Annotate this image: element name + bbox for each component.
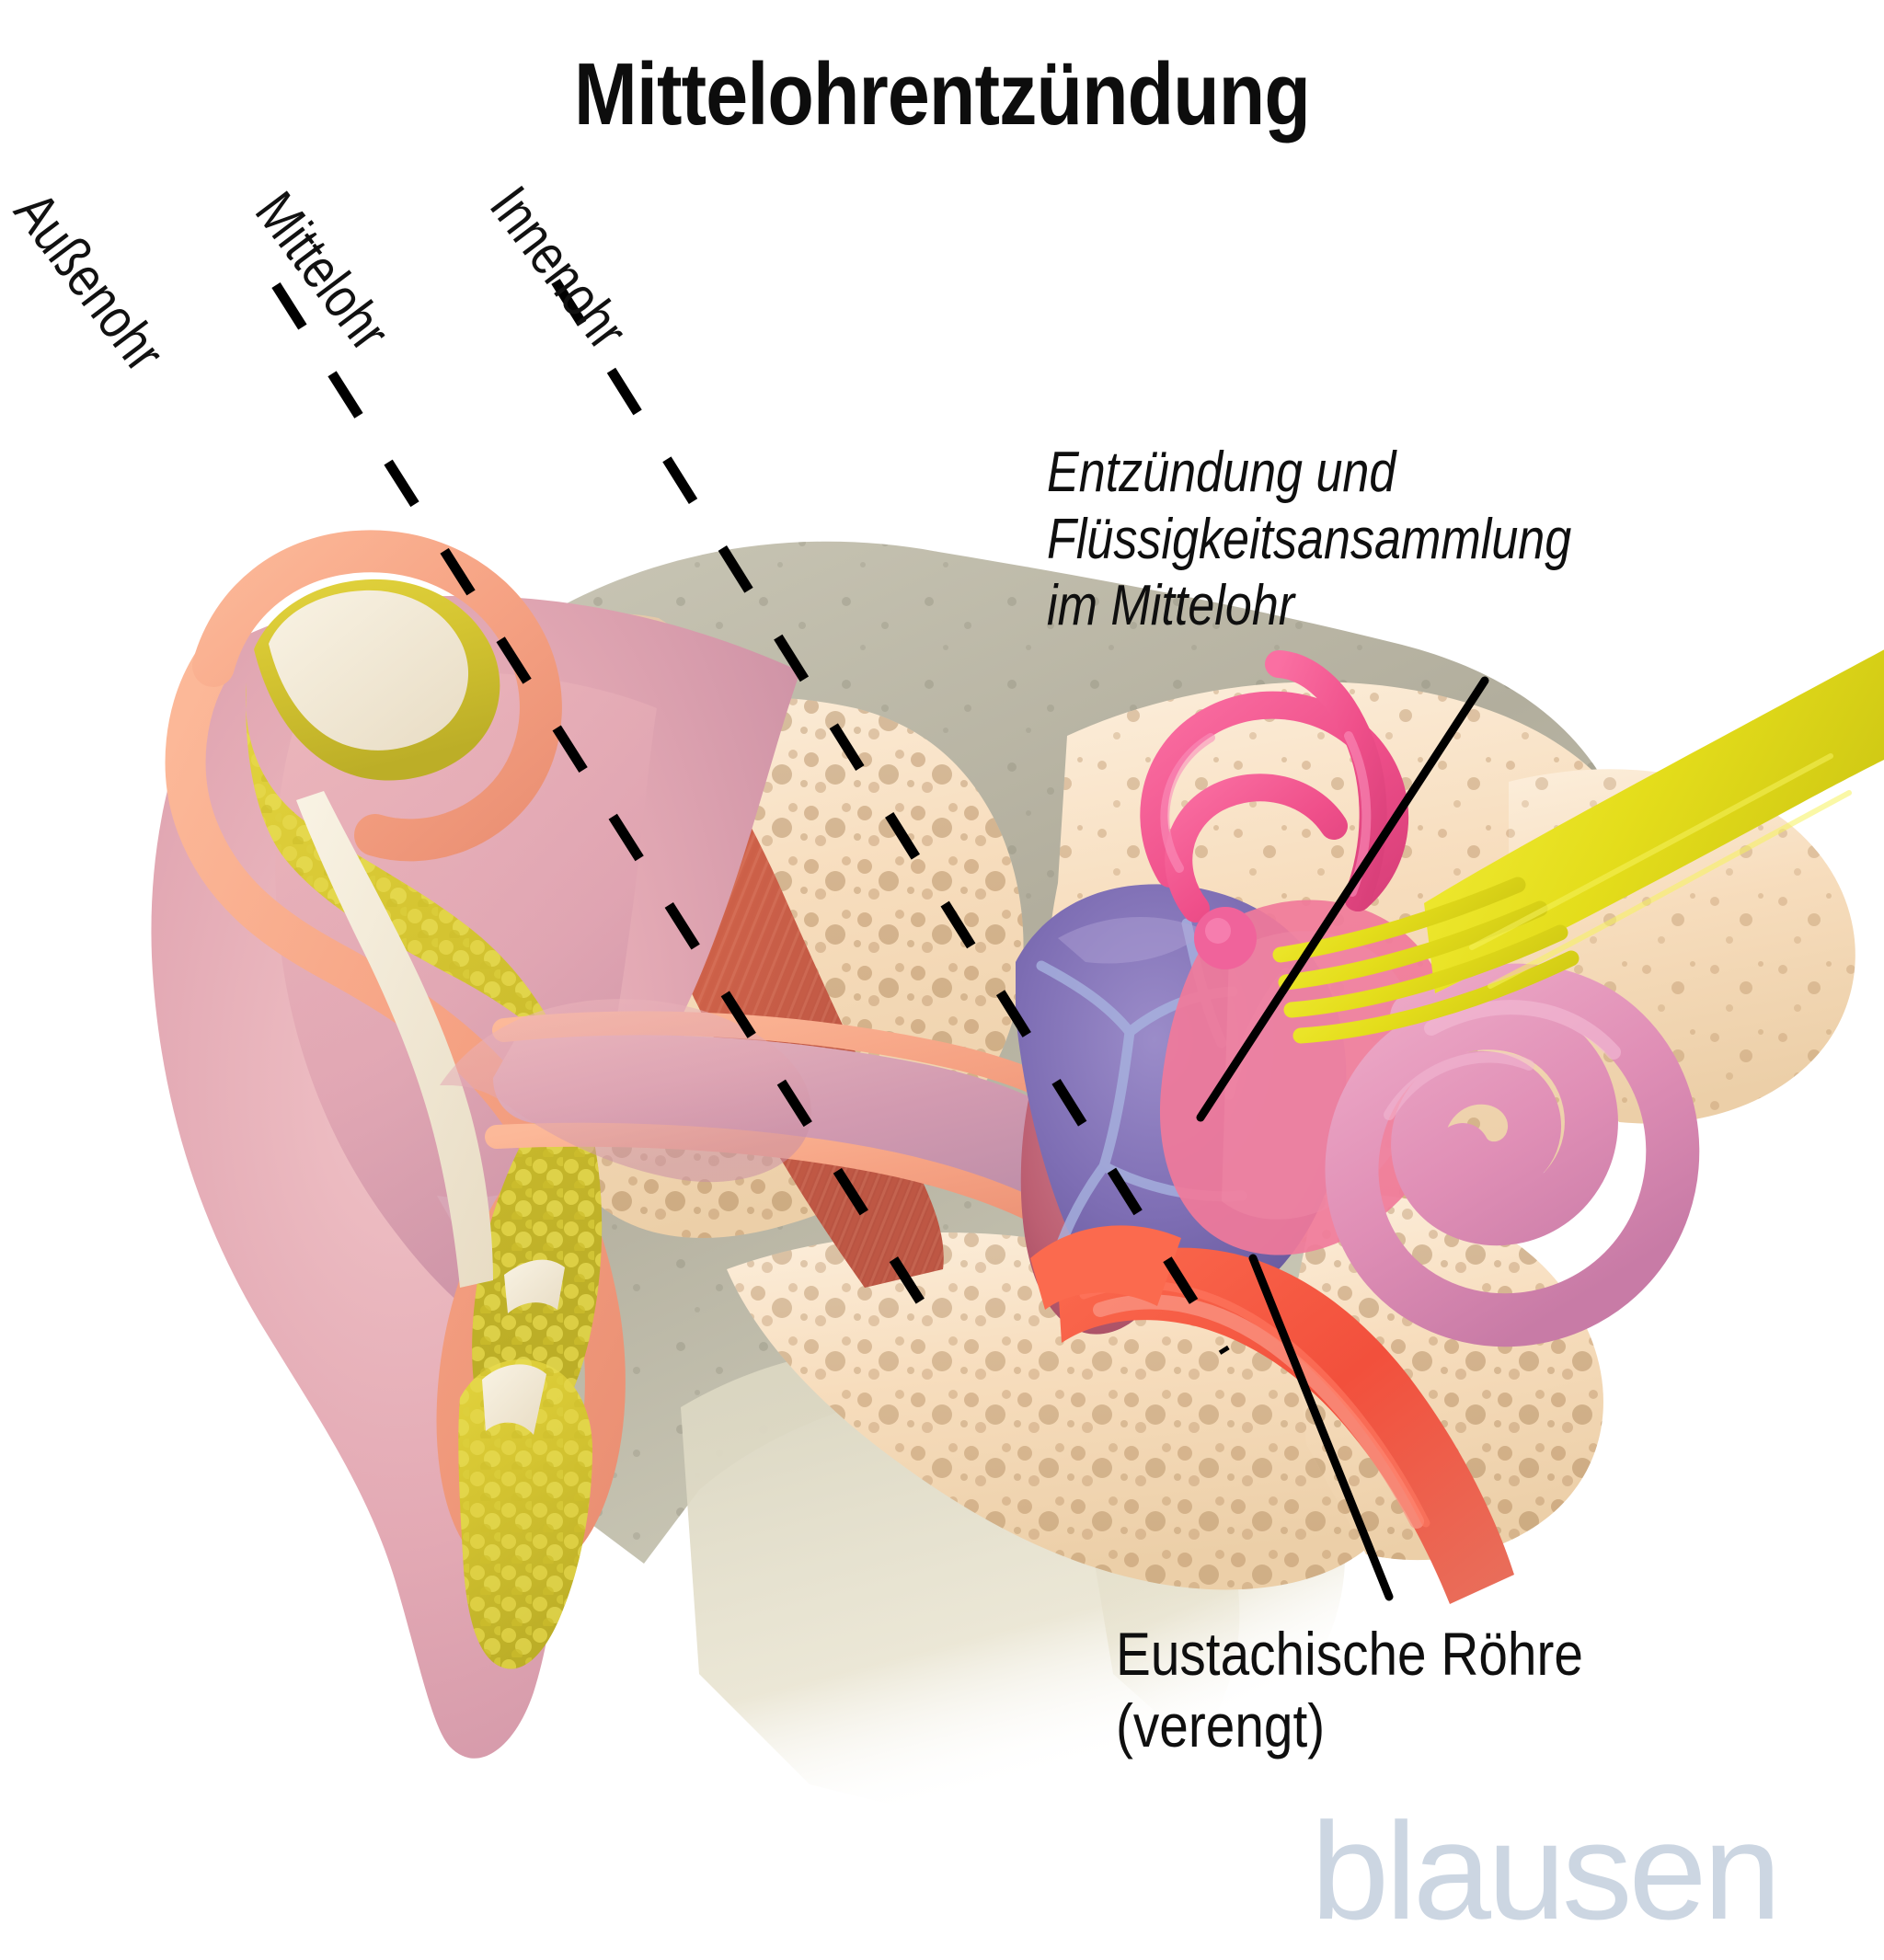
cochlea — [1325, 963, 1700, 1347]
effusion-line-1: Entzündung und — [1047, 441, 1396, 504]
leader-effusion — [1196, 676, 1489, 1122]
region-divider-dashed-lines — [271, 279, 1230, 1355]
leader-eustachian-tube — [1248, 1254, 1394, 1601]
eustachian-line-1: Eustachische Röhre — [1116, 1620, 1583, 1688]
divider-middle-inner — [551, 279, 1230, 1355]
effusion-line-3: im Mittelohr — [1047, 574, 1295, 638]
vestibulocochlear-nerve — [1272, 649, 1884, 1044]
eustachian-line-2: (verengt) — [1116, 1691, 1326, 1759]
annotation-middle-ear-effusion: Entzündung und Flüssigkeitsansammlung im… — [1047, 440, 1671, 640]
effusion-line-2: Flüssigkeitsansammlung — [1047, 507, 1572, 571]
annotation-eustachian-tube: Eustachische Röhre (verengt) — [1116, 1619, 1660, 1762]
annotation-leader-lines — [1196, 676, 1489, 1601]
page-title: Mittelohrentzündung — [574, 45, 1311, 143]
eustachian-tube — [1030, 1225, 1514, 1604]
pinna-outer-ear — [151, 530, 800, 1759]
blausen-watermark: blausen — [1311, 1794, 1781, 1948]
